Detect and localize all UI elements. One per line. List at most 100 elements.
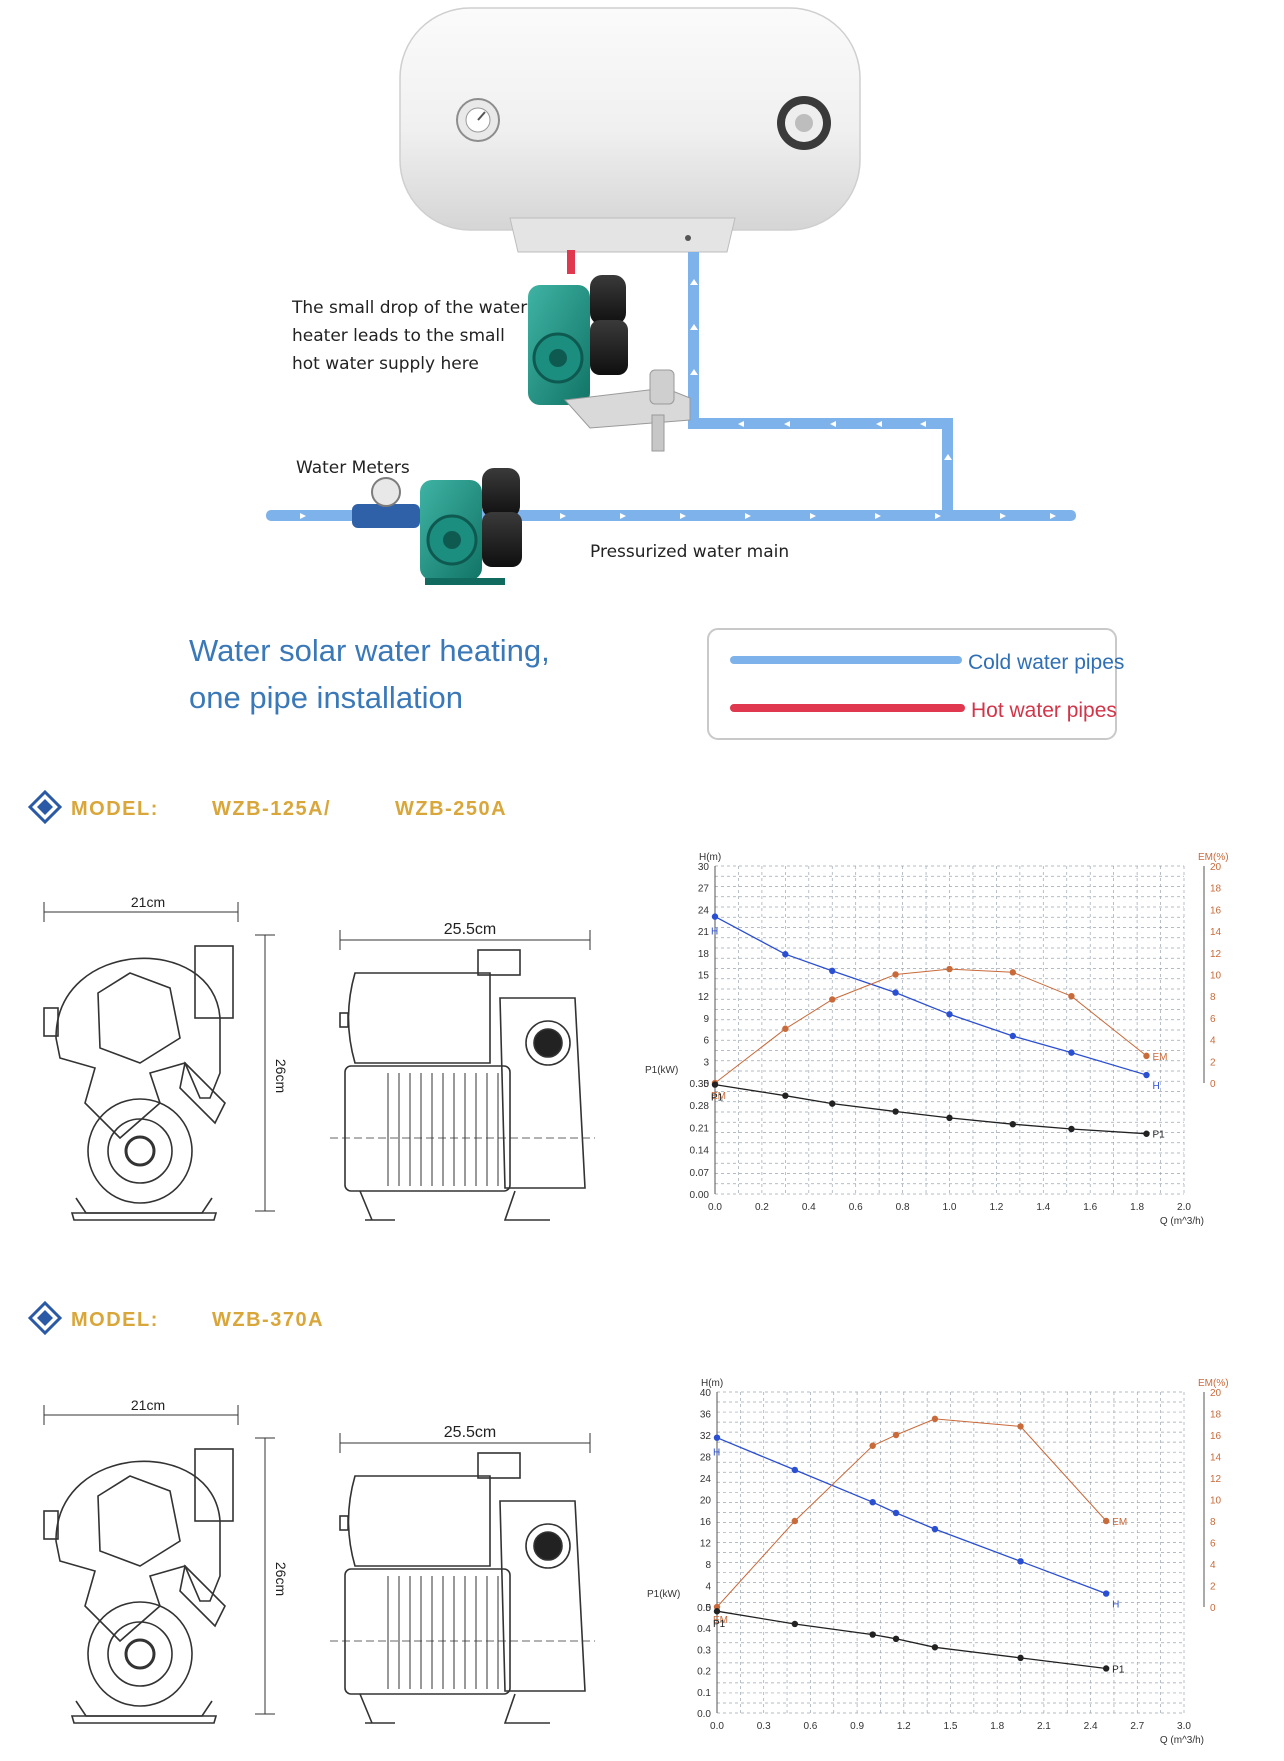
x-axis-tick-label: 1.6 xyxy=(1083,1202,1097,1213)
data-point-em xyxy=(931,1415,939,1423)
h-axis-tick-label: 27 xyxy=(698,884,710,895)
h-axis-tick-label: 0 xyxy=(703,1079,709,1090)
hot-pipe-swatch xyxy=(730,704,965,712)
data-point-em xyxy=(829,996,836,1003)
em-axis-tick-label: 8 xyxy=(1210,1517,1216,1528)
water-meters-label: Water Meters xyxy=(296,458,410,478)
data-point-p1 xyxy=(892,1635,900,1643)
h-axis-tick-label: 40 xyxy=(700,1388,712,1399)
diamond-inner-icon xyxy=(37,799,53,815)
data-point-h xyxy=(931,1525,939,1533)
pump-front-view-drawing xyxy=(43,1405,275,1724)
model-heading: MODEL: xyxy=(71,798,159,820)
series-start-label-em: EM xyxy=(711,1091,726,1102)
data-point-em xyxy=(892,1431,900,1439)
em-axis-tick-label: 16 xyxy=(1210,905,1222,916)
model-heading: MODEL: xyxy=(71,1309,159,1331)
diamond-inner-icon xyxy=(37,1310,53,1326)
x-axis-tick-label: 1.5 xyxy=(944,1721,958,1732)
cold-pipe-legend-label: Cold water pipes xyxy=(968,651,1124,674)
em-axis-tick-label: 4 xyxy=(1210,1560,1216,1571)
width-dimension-label: 21cm xyxy=(131,1397,165,1413)
series-end-label-p1: P1 xyxy=(1112,1664,1125,1675)
pressurized-main-label: Pressurized water main xyxy=(590,542,789,562)
h-axis-tick-label: 4 xyxy=(705,1582,711,1593)
x-axis-tick-label: 3.0 xyxy=(1177,1721,1191,1732)
series-end-label-h: H xyxy=(1152,1081,1159,1092)
x-axis-tick-label: 1.4 xyxy=(1036,1202,1050,1213)
pump-side-view-drawing xyxy=(330,1433,595,1724)
h-axis-tick-label: 16 xyxy=(700,1517,712,1528)
h-axis-tick-label: 3 xyxy=(703,1057,709,1068)
model-code-a: WZB-370A xyxy=(212,1309,324,1331)
h-axis-tick-label: 24 xyxy=(698,905,710,916)
data-point-p1 xyxy=(931,1644,939,1651)
data-point-em xyxy=(791,1517,799,1525)
series-start-label-p1: P1 xyxy=(711,1093,724,1104)
h-axis-tick-label: 28 xyxy=(700,1453,712,1464)
length-dimension-label: 25.5cm xyxy=(444,1424,496,1441)
p1-axis-tick-label: 0.35 xyxy=(690,1079,710,1090)
em-axis-tick-label: 14 xyxy=(1210,927,1222,938)
hot-pipe-legend-label: Hot water pipes xyxy=(971,699,1117,722)
p1-axis-label: P1(kW) xyxy=(645,1065,678,1076)
data-point-p1 xyxy=(1102,1665,1110,1672)
water-heater-tank xyxy=(399,7,861,253)
data-point-h xyxy=(782,951,789,958)
series-line-h xyxy=(716,1437,1107,1595)
temperature-knob-icon xyxy=(777,96,831,150)
h-axis-tick-label: 0 xyxy=(705,1603,711,1614)
series-start-label-h: H xyxy=(713,1448,720,1459)
data-point-em xyxy=(1143,1052,1150,1060)
data-point-em xyxy=(1102,1517,1110,1525)
series-start-label-p1: P1 xyxy=(713,1619,726,1630)
x-axis-tick-label: 1.2 xyxy=(897,1721,911,1732)
data-point-h xyxy=(1009,1032,1017,1040)
data-point-p1 xyxy=(791,1620,799,1628)
data-point-h xyxy=(946,1011,953,1018)
x-axis-tick-label: 2.4 xyxy=(1084,1721,1098,1732)
em-axis-tick-label: 2 xyxy=(1210,1057,1216,1068)
em-axis-tick-label: 4 xyxy=(1210,1036,1216,1047)
em-axis-tick-label: 12 xyxy=(1210,949,1222,960)
flow-arrows xyxy=(300,279,1056,519)
h-axis-tick-label: 12 xyxy=(700,1539,712,1550)
em-axis-tick-label: 20 xyxy=(1210,1388,1222,1399)
h-axis-tick-label: 24 xyxy=(700,1474,712,1485)
hot-pipe-stub xyxy=(567,250,575,274)
p1-axis-tick-label: 0.1 xyxy=(697,1688,711,1699)
pump-side-view-drawing xyxy=(330,930,595,1221)
data-point-em xyxy=(869,1442,876,1449)
p1-axis-tick-label: 0.00 xyxy=(690,1190,710,1201)
data-point-h xyxy=(791,1466,799,1474)
data-point-p1 xyxy=(829,1100,836,1107)
x-axis-tick-label: 0.9 xyxy=(850,1721,864,1732)
em-axis-tick-label: 16 xyxy=(1210,1431,1222,1442)
lower-booster-pump xyxy=(420,468,522,585)
cold-pipe-swatch xyxy=(730,656,962,664)
h-axis-tick-label: 30 xyxy=(698,862,710,873)
series-start-label-h: H xyxy=(711,927,718,938)
series-end-label-p1: P1 xyxy=(1152,1130,1165,1141)
data-point-h xyxy=(1068,1049,1075,1056)
heater-note-line-2: heater leads to the small xyxy=(292,326,505,346)
x-axis-label: Q (m^3/h) xyxy=(1160,1216,1204,1227)
model-code-a: WZB-125A/ xyxy=(212,798,331,820)
data-point-h xyxy=(892,989,899,996)
p1-axis-tick-label: 0.2 xyxy=(697,1667,711,1678)
performance-chart-2: 0481216202428323640H(m)0.00.10.20.30.40.… xyxy=(647,1378,1229,1746)
length-dimension-label: 25.5cm xyxy=(444,921,496,938)
installation-title-line-2: one pipe installation xyxy=(189,680,463,715)
x-axis-tick-label: 0.8 xyxy=(896,1202,910,1213)
h-axis-tick-label: 18 xyxy=(698,949,710,960)
h-axis-tick-label: 8 xyxy=(705,1560,711,1571)
em-axis-tick-label: 10 xyxy=(1210,971,1222,982)
data-point-h xyxy=(892,1509,900,1517)
h-axis-label: H(m) xyxy=(701,1378,723,1389)
p1-axis-tick-label: 0.0 xyxy=(697,1709,711,1720)
p1-axis-tick-label: 0.3 xyxy=(697,1645,711,1656)
p1-axis-tick-label: 0.21 xyxy=(690,1123,710,1134)
width-dimension-label: 21cm xyxy=(131,894,165,910)
data-point-p1 xyxy=(1143,1130,1150,1137)
